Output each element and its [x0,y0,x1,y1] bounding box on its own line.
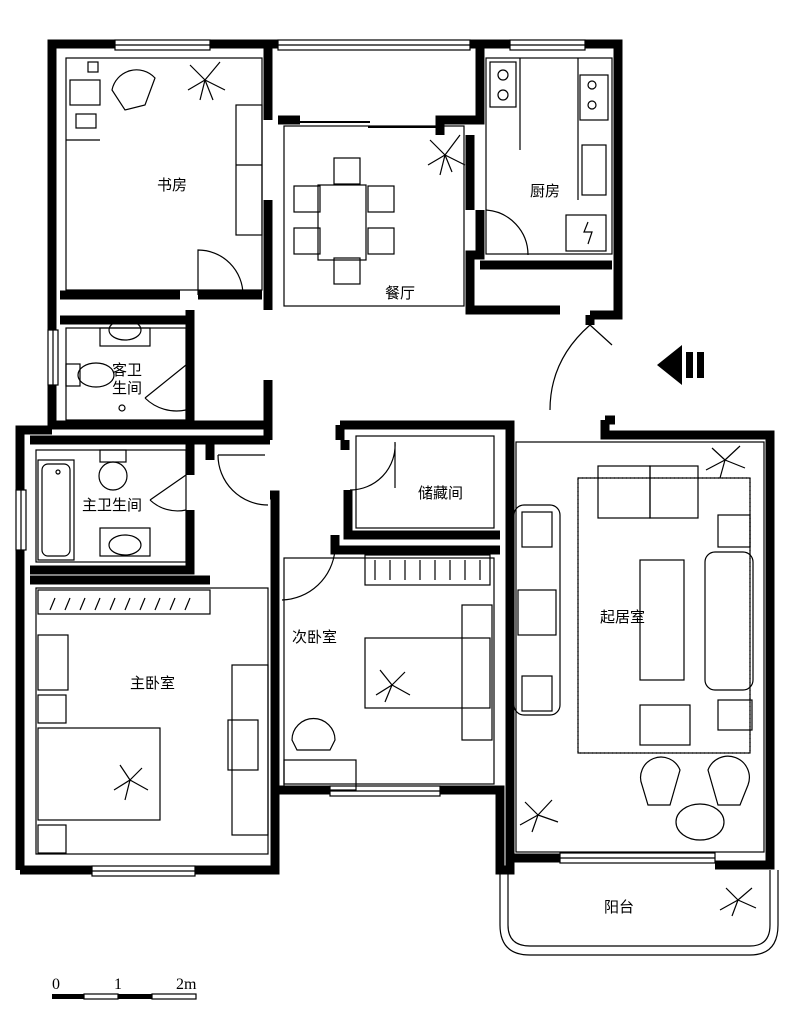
living-furniture [513,465,754,841]
room-label-dining: 餐厅 [385,284,415,302]
plant-icon [187,61,226,101]
inner-wall-lines [35,57,765,855]
room-label-living: 起居室 [600,608,645,626]
room-labels: 书房 餐厅 厨房 客卫生间 主卫生间 储藏间 起居室 次卧室 主卧室 阳台 [82,176,645,916]
room-label-guest-bath: 客卫生间 [112,361,142,397]
plant-icon [427,134,466,176]
guest-bath-fixtures [65,319,151,412]
kitchen-furniture [489,58,609,252]
windows [15,39,716,877]
doors [144,209,613,601]
master-bedroom-walls [20,490,280,875]
living-walls [505,420,775,870]
kitchen-walls [465,39,623,320]
second-bedroom-furniture [283,554,493,791]
second-bedroom-walls [275,420,515,875]
master-bath-walls [15,425,270,870]
room-label-study: 书房 [157,176,187,194]
room-label-balcony: 阳台 [604,898,634,916]
plant-icon [375,669,411,703]
study-furniture [66,61,263,236]
plant-icon [519,445,757,917]
entry-walls [585,315,615,425]
plant-icon [113,764,149,801]
balcony [499,870,779,956]
scale-label-2m: 2m [176,976,197,993]
dining-table [293,157,395,285]
sliding-door [300,121,440,128]
room-label-master-bath: 主卫生间 [82,496,142,514]
master-bath-fixtures [37,449,151,561]
room-label-second-bedroom: 次卧室 [292,628,337,646]
room-label-storage: 储藏间 [418,484,463,502]
dining-walls [268,39,485,210]
room-label-master-bedroom: 主卧室 [130,674,175,692]
master-bedroom-furniture [37,589,269,854]
scale-label-1: 1 [114,976,122,993]
scale-bar: 0 1 2m [52,976,197,1000]
room-label-kitchen: 厨房 [530,182,560,200]
entrance-arrow-icon [657,345,704,385]
scale-label-0: 0 [52,976,60,993]
